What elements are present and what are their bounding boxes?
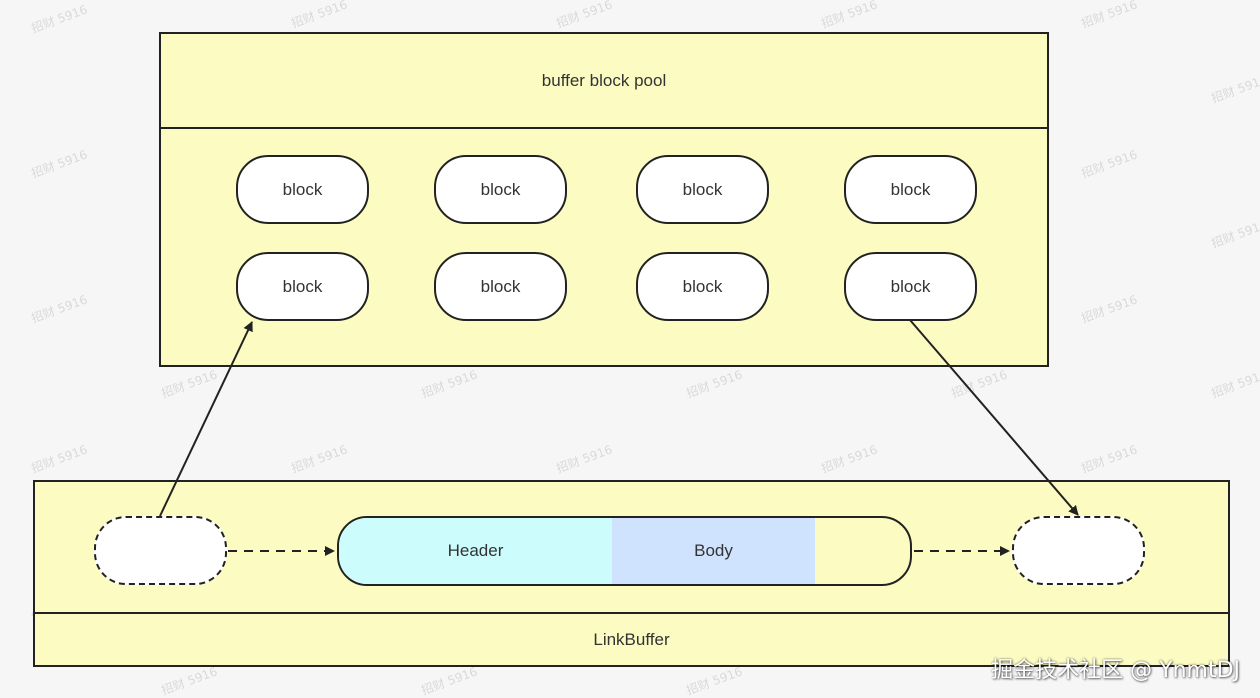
pool-block: block — [636, 155, 769, 224]
pool-block: block — [236, 252, 369, 321]
link-buffer-divider — [35, 612, 1228, 614]
next-node-placeholder — [1012, 516, 1145, 585]
arrow-to-block — [159, 321, 253, 517]
pool-block: block — [236, 155, 369, 224]
pool-block: block — [636, 252, 769, 321]
pool-block: block — [434, 252, 567, 321]
node-header-segment: Header — [339, 518, 612, 584]
pool-block: block — [844, 155, 977, 224]
node-body-segment: Body — [612, 518, 815, 584]
link-buffer-title: LinkBuffer — [593, 629, 670, 649]
pool-block: block — [434, 155, 567, 224]
buffer-node: Header Body — [337, 516, 912, 586]
arrow-from-block — [909, 319, 1079, 516]
prev-node-placeholder — [94, 516, 227, 585]
credit-text: 掘金技术社区 @ YnmtDJ — [991, 658, 1240, 683]
pool-title: buffer block pool — [161, 34, 1047, 129]
